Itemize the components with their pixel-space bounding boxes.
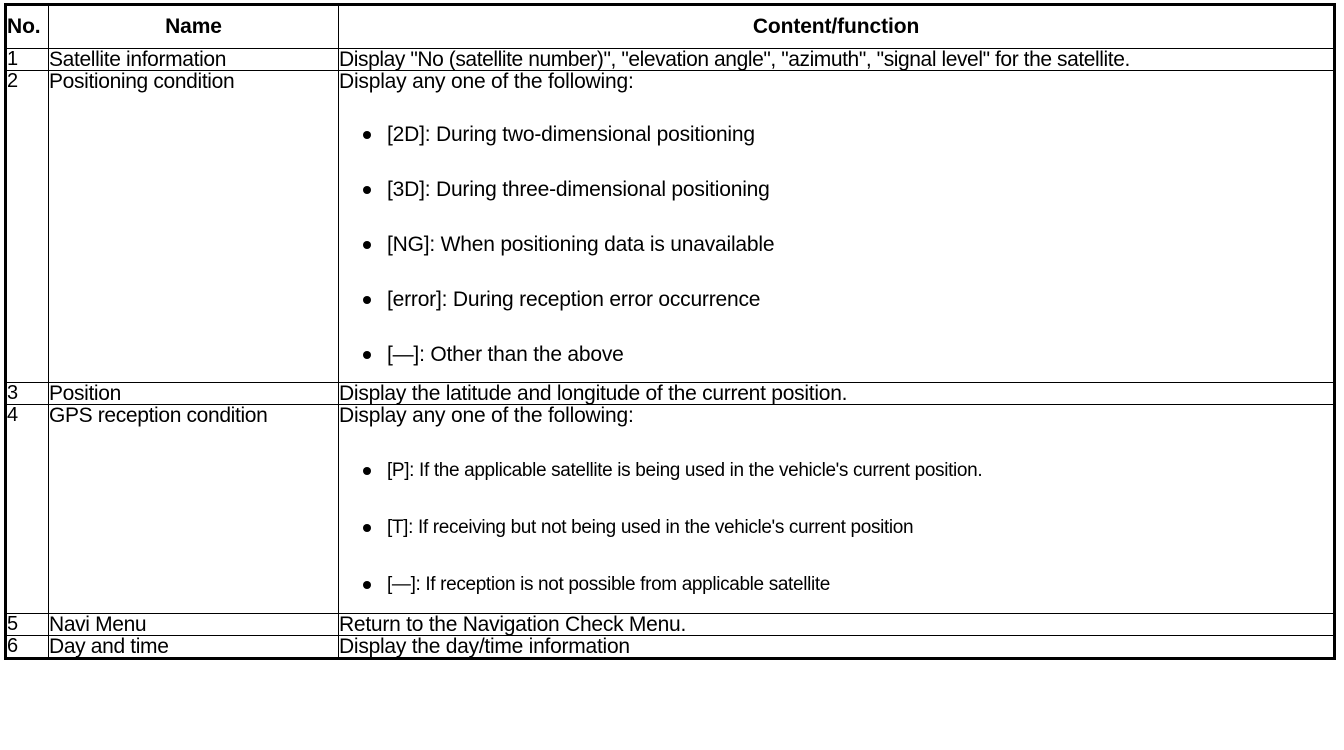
bullet-dot-icon [363, 185, 371, 194]
list-item-label: [—]: Other than the above [387, 343, 624, 366]
table-header-row: No. Name Content/function [5, 4, 1335, 49]
row-number: 4 [5, 404, 49, 614]
bullet-dot-icon [363, 240, 371, 249]
row-item-name: Position [48, 382, 339, 405]
content-lead-text: Display any one of the following: [339, 404, 634, 427]
table-row: 4 GPS reception condition Display any on… [5, 404, 1335, 614]
bullet-dot-icon [363, 580, 371, 589]
row-item-name: Day and time [48, 635, 339, 659]
bullet-dot-icon [363, 295, 371, 304]
content-lead-text: Return to the Navigation Check Menu. [339, 613, 687, 636]
table-row: 6 Day and time Display the day/time info… [5, 635, 1335, 659]
list-item: [error]: During reception error occurren… [339, 272, 1333, 327]
list-item-label: [error]: During reception error occurren… [387, 288, 761, 311]
list-item-label: [3D]: During three-dimensional positioni… [387, 178, 770, 201]
row-item-content: Display "No (satellite number)", "elevat… [338, 48, 1335, 71]
row-number: 6 [5, 635, 49, 659]
navigation-check-spec-table: No. Name Content/function 1 Satellite in… [4, 3, 1336, 660]
table-header: No. Name Content/function [5, 4, 1335, 49]
row-number: 2 [5, 70, 49, 383]
row-item-content: Display any one of the following: [2D]: … [338, 70, 1335, 383]
list-item: [P]: If the applicable satellite is bein… [339, 442, 1333, 499]
column-header-no: No. [5, 4, 49, 49]
row-item-content: Return to the Navigation Check Menu. [338, 613, 1335, 636]
content-lead-text: Display any one of the following: [339, 70, 634, 93]
list-item-label: [T]: If receiving but not being used in … [387, 517, 914, 538]
list-item-label: [NG]: When positioning data is unavailab… [387, 233, 775, 256]
content-lead-text: Display the day/time information [339, 635, 630, 658]
list-item-label: [—]: If reception is not possible from a… [387, 574, 830, 595]
row-item-content: Display the day/time information [338, 635, 1335, 659]
table-row: 5 Navi Menu Return to the Navigation Che… [5, 613, 1335, 636]
bullet-dot-icon [363, 130, 371, 139]
list-item-label: [P]: If the applicable satellite is bein… [387, 460, 983, 481]
list-item: [—]: If reception is not possible from a… [339, 556, 1333, 613]
row-number: 5 [5, 613, 49, 636]
list-item: [2D]: During two-dimensional positioning [339, 107, 1333, 162]
bullet-dot-icon [363, 350, 371, 359]
list-item: [3D]: During three-dimensional positioni… [339, 162, 1333, 217]
row-item-name: Navi Menu [48, 613, 339, 636]
list-item: [NG]: When positioning data is unavailab… [339, 217, 1333, 272]
bullet-dot-icon [363, 523, 371, 532]
row-number: 3 [5, 382, 49, 405]
list-item-label: [2D]: During two-dimensional positioning [387, 123, 755, 146]
table-row: 1 Satellite information Display "No (sat… [5, 48, 1335, 71]
list-item: [—]: Other than the above [339, 327, 1333, 382]
bullet-dot-icon [363, 466, 371, 475]
table-body: 1 Satellite information Display "No (sat… [5, 48, 1335, 659]
table-row: 2 Positioning condition Display any one … [5, 70, 1335, 383]
table-row: 3 Position Display the latitude and long… [5, 382, 1335, 405]
content-bullet-list: [P]: If the applicable satellite is bein… [339, 442, 1333, 613]
row-item-name: Satellite information [48, 48, 339, 71]
row-item-content: Display any one of the following: [P]: I… [338, 404, 1335, 614]
content-lead-text: Display the latitude and longitude of th… [339, 382, 848, 405]
content-bullet-list: [2D]: During two-dimensional positioning… [339, 107, 1333, 382]
column-header-name: Name [48, 4, 339, 49]
row-item-content: Display the latitude and longitude of th… [338, 382, 1335, 405]
content-lead-text: Display "No (satellite number)", "elevat… [339, 48, 1130, 71]
row-item-name: GPS reception condition [48, 404, 339, 614]
row-item-name: Positioning condition [48, 70, 339, 383]
list-item: [T]: If receiving but not being used in … [339, 499, 1333, 556]
row-number: 1 [5, 48, 49, 71]
column-header-content: Content/function [338, 4, 1335, 49]
